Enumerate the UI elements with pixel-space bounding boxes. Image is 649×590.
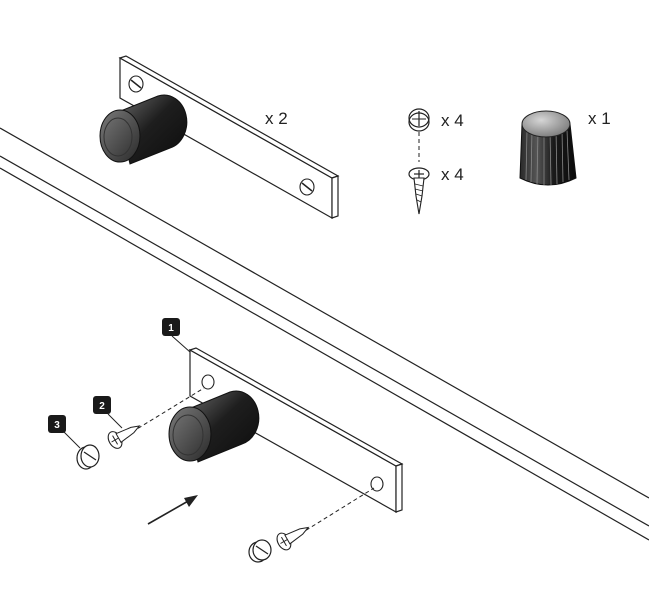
screw-quantity: x 4 [441,165,464,184]
screw-hole-icon [128,75,144,93]
direction-arrow-icon [147,495,198,525]
catch-cylinder-icon [168,390,260,463]
lower-screw-guide [299,487,375,535]
bracket-part [99,55,340,220]
door-edge [0,127,649,541]
screw-cap-icon [76,444,100,470]
step-badge-3: 3 [48,415,81,449]
screw-hole-icon [299,178,315,196]
installed-bracket [168,347,404,514]
step-badge-1: 1 [162,318,191,353]
screw-icon [276,526,310,551]
bracket-quantity: x 2 [265,109,288,128]
knob-icon [519,110,577,186]
step-3-label: 3 [54,420,60,431]
step-badge-2: 2 [93,396,123,429]
screw-cap-icon [408,108,430,132]
cap-quantity: x 4 [441,111,464,130]
screw-icon [107,425,141,449]
step-2-label: 2 [99,401,105,412]
upper-screw-guide [131,387,205,433]
step-1-label: 1 [168,323,174,334]
screw-icon [408,167,430,215]
screw-cap-icon [248,539,272,563]
catch-cylinder-icon [99,94,188,165]
knob-quantity: x 1 [588,109,611,128]
